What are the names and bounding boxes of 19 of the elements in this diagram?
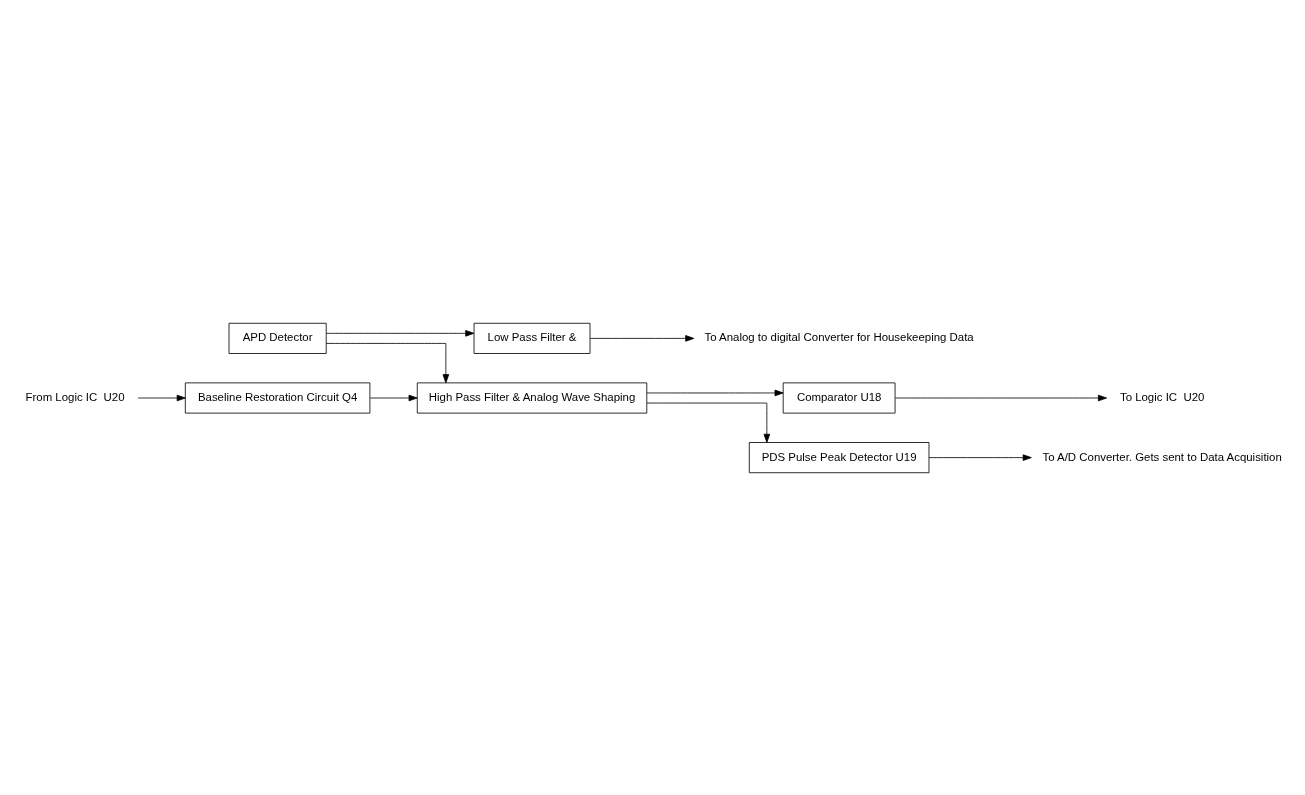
arrow — [325, 329, 475, 337]
node-box: Baseline Restoration Circuit Q4 — [184, 381, 371, 414]
arrow — [928, 453, 1032, 461]
node-text: From Logic IC U20 — [25, 390, 125, 403]
arrow — [646, 402, 771, 443]
node-box: APD Detector — [228, 322, 327, 354]
node-box: Comparator U18 — [782, 381, 896, 414]
arrow — [325, 342, 450, 383]
arrow — [895, 394, 1107, 401]
arrow — [589, 334, 695, 342]
arrow — [137, 394, 186, 401]
arrow — [369, 394, 418, 401]
node-box: High Pass Filter & Analog Wave Shaping — [416, 381, 648, 414]
arrow — [646, 389, 784, 396]
node-box: Low Pass Filter & — [473, 322, 591, 354]
node-box: PDS Pulse Peak Detector U19 — [748, 441, 930, 473]
node-text: To A/D Converter. Gets sent to Data Acquisition — [1042, 450, 1282, 463]
node-text: To Logic IC U20 — [1119, 390, 1205, 403]
node-text: To Analog to digital Converter for Housekeeping Data — [704, 330, 974, 343]
